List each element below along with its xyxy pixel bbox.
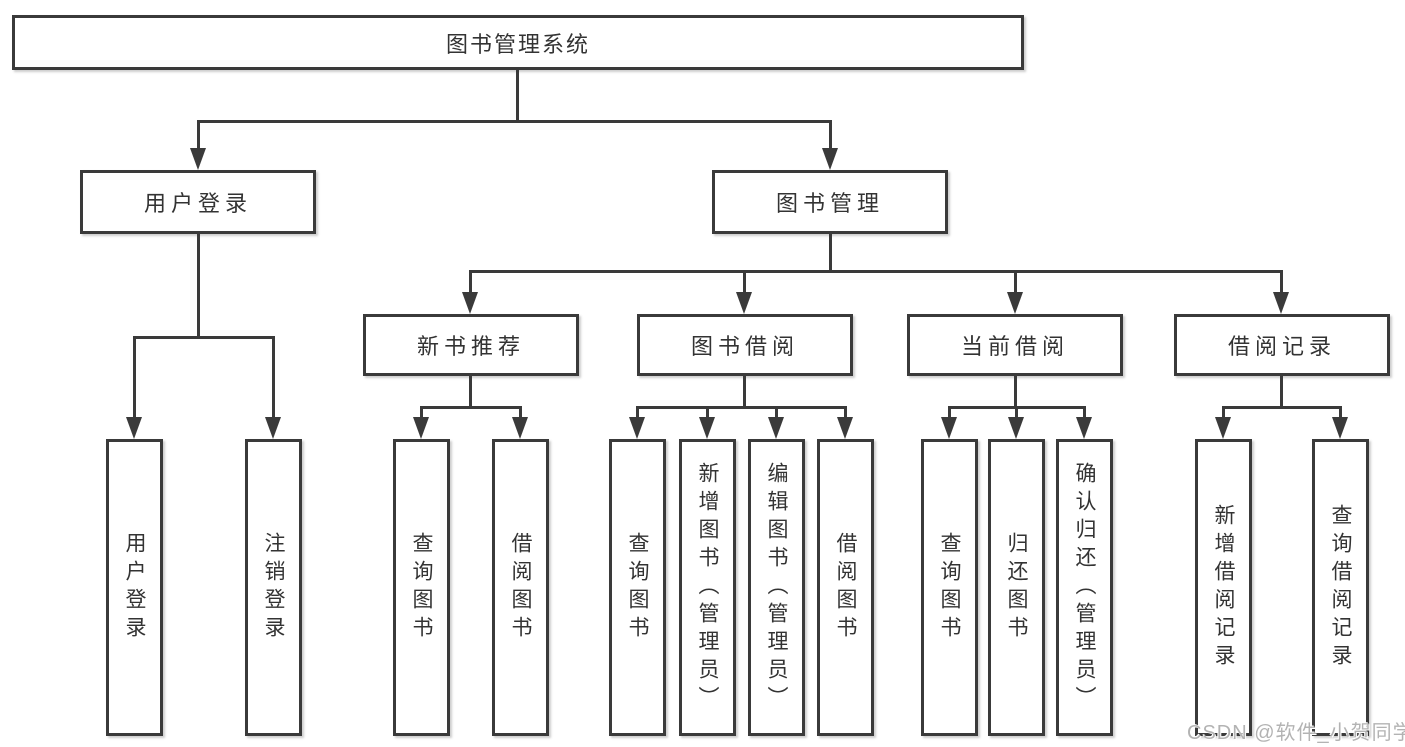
- node-current-borrow: 当前借阅: [907, 314, 1123, 376]
- leaf-records-add-record: 新增借阅记录: [1195, 439, 1252, 736]
- connector-records-branch: [1222, 406, 1342, 409]
- connector-to-bor-borrow: [844, 406, 847, 419]
- connector-to-bor-query: [636, 406, 639, 419]
- connector-to-records: [1280, 270, 1283, 294]
- arrow-down-icon: [126, 417, 142, 439]
- connector-to-book-management: [829, 120, 832, 150]
- leaf-records-query-record: 查询借阅记录: [1312, 439, 1369, 736]
- connector-bookmgmt-stem: [829, 234, 832, 273]
- leaf-recommend-query-books: 查询图书: [393, 439, 450, 736]
- leaf-borrow-borrow-books: 借阅图书: [817, 439, 874, 736]
- arrow-down-icon: [1332, 417, 1348, 439]
- connector-to-cur-confirm: [1083, 406, 1086, 419]
- leaf-user-login: 用户登录: [106, 439, 163, 736]
- arrow-down-icon: [462, 292, 478, 314]
- connector-to-rec-borrow: [519, 406, 522, 419]
- connector-bookmgmt-branch: [469, 270, 1283, 273]
- leaf-current-confirm-return-admin: 确认归还（管理员）: [1056, 439, 1113, 736]
- connector-to-user-login: [197, 120, 200, 150]
- connector-userlogin-branch: [133, 336, 275, 339]
- node-user-login: 用户登录: [80, 170, 316, 234]
- connector-current-stem: [1014, 376, 1017, 408]
- arrow-down-icon: [768, 417, 784, 439]
- node-new-book-recommend: 新书推荐: [363, 314, 579, 376]
- leaf-logout: 注销登录: [245, 439, 302, 736]
- arrow-down-icon: [1273, 292, 1289, 314]
- connector-to-bor-add: [706, 406, 709, 419]
- leaf-borrow-add-books-admin: 新增图书（管理员）: [679, 439, 736, 736]
- connector-to-bor-edit: [775, 406, 778, 419]
- node-book-borrow: 图书借阅: [637, 314, 853, 376]
- node-borrow-records: 借阅记录: [1174, 314, 1390, 376]
- leaf-current-query-books: 查询图书: [921, 439, 978, 736]
- arrow-down-icon: [1008, 417, 1024, 439]
- connector-to-rec-query: [420, 406, 423, 419]
- connector-borrow-branch: [636, 406, 847, 409]
- leaf-current-return-books: 归还图书: [988, 439, 1045, 736]
- connector-to-leaf-userlogin: [133, 336, 136, 418]
- connector-to-borrow: [743, 270, 746, 294]
- connector-borrow-stem: [743, 376, 746, 408]
- connector-to-cur-return: [1015, 406, 1018, 419]
- connector-to-cur-query: [948, 406, 951, 419]
- arrow-down-icon: [822, 148, 838, 170]
- leaf-borrow-edit-books-admin: 编辑图书（管理员）: [748, 439, 805, 736]
- arrow-down-icon: [1215, 417, 1231, 439]
- arrow-down-icon: [190, 148, 206, 170]
- csdn-watermark: CSDN @软件_小贺同学: [1187, 722, 1405, 744]
- connector-to-rcd-query: [1339, 406, 1342, 419]
- arrow-down-icon: [1076, 417, 1092, 439]
- arrow-down-icon: [629, 417, 645, 439]
- leaf-recommend-borrow-books: 借阅图书: [492, 439, 549, 736]
- arrow-down-icon: [699, 417, 715, 439]
- connector-to-leaf-logout: [272, 336, 275, 418]
- connector-recommend-branch: [420, 406, 522, 409]
- arrow-down-icon: [837, 417, 853, 439]
- connector-userlogin-stem: [197, 234, 200, 336]
- connector-to-rcd-add: [1222, 406, 1225, 419]
- arrow-down-icon: [413, 417, 429, 439]
- connector-records-stem: [1280, 376, 1283, 408]
- arrow-down-icon: [265, 417, 281, 439]
- arrow-down-icon: [736, 292, 752, 314]
- node-book-management: 图书管理: [712, 170, 948, 234]
- connector-root-stem: [516, 70, 519, 120]
- leaf-borrow-query-books: 查询图书: [609, 439, 666, 736]
- connector-root-branch: [197, 120, 832, 123]
- connector-to-recommend: [469, 270, 472, 294]
- arrow-down-icon: [512, 417, 528, 439]
- node-library-system: 图书管理系统: [12, 15, 1024, 70]
- connector-to-current: [1014, 270, 1017, 294]
- connector-recommend-stem: [469, 376, 472, 408]
- arrow-down-icon: [941, 417, 957, 439]
- arrow-down-icon: [1007, 292, 1023, 314]
